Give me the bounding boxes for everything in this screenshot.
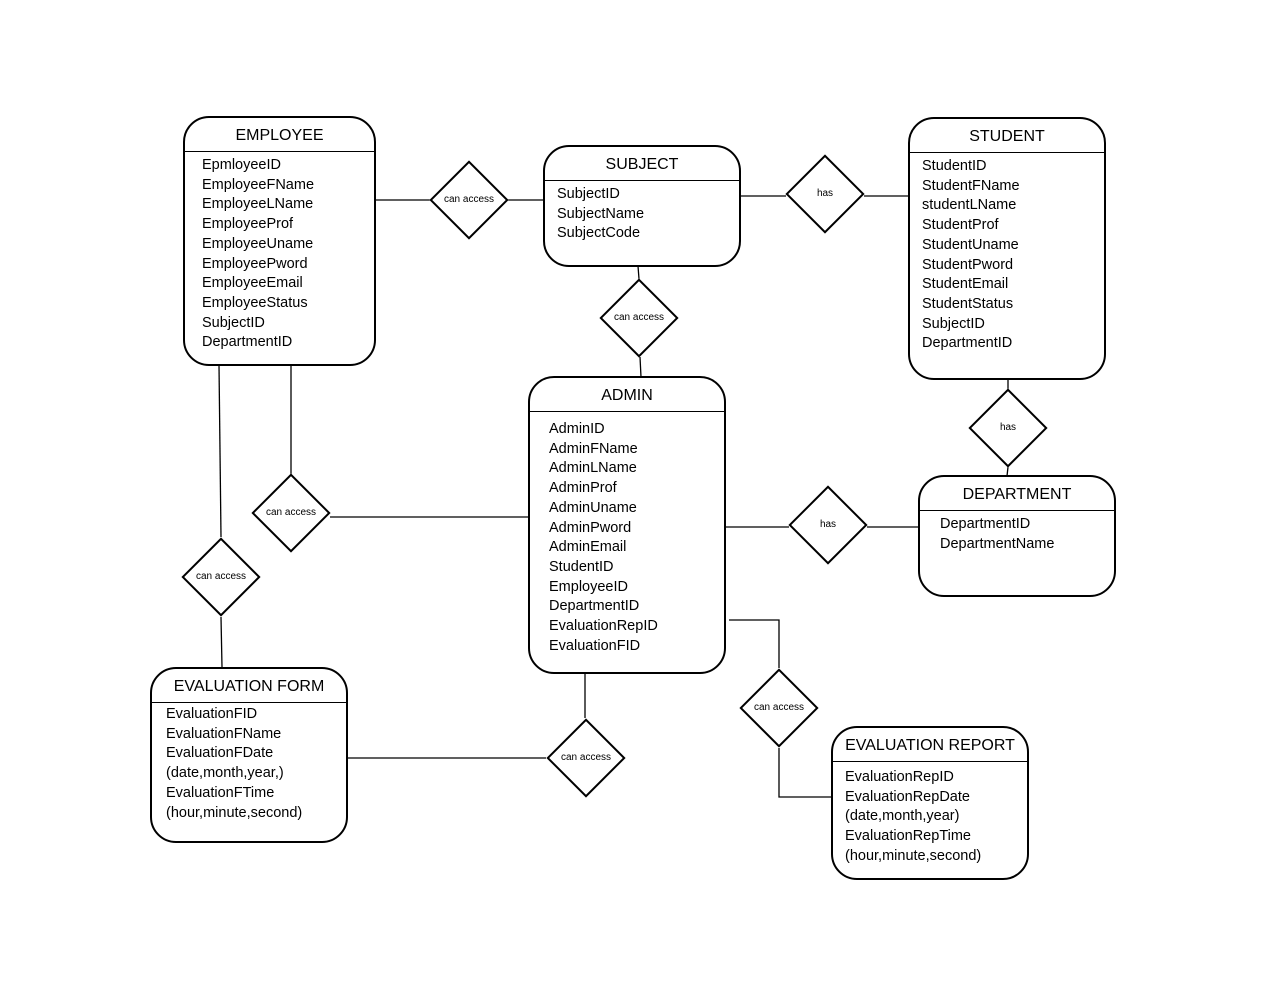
attribute: EpmloyeeID	[202, 157, 281, 173]
attribute: StudentFName	[922, 177, 1020, 194]
attribute-list: EvaluationFID EvaluationFName Evaluation…	[152, 703, 346, 823]
relationship-label: has	[999, 422, 1017, 433]
attribute-list: DepartmentID DepartmentName	[920, 511, 1114, 554]
attribute-list: SubjectID SubjectName SubjectCode	[545, 181, 739, 244]
attribute: StudentUname	[922, 236, 1019, 253]
attribute: EvaluationFID	[549, 637, 641, 654]
attribute: EmployeeID	[549, 578, 628, 595]
entity-admin: ADMIN AdminID AdminFName AdminLName Admi…	[528, 376, 726, 674]
attribute: (hour,minute,second)	[166, 804, 303, 821]
attribute: AdminUname	[549, 499, 637, 516]
attribute-list: EpmloyeeID EmployeeFName EmployeeLName E…	[185, 152, 374, 353]
entity-title: EVALUATION REPORT	[833, 728, 1027, 762]
attribute: AdminLName	[549, 460, 637, 477]
attribute: DepartmentID	[549, 598, 640, 615]
connector-line	[1006, 466, 1009, 477]
connector-line	[218, 364, 222, 538]
attribute: DepartmentID	[202, 334, 293, 351]
attribute: (date,month,year)	[845, 808, 960, 825]
attribute: AdminProf	[549, 480, 617, 497]
attribute: SubjectCode	[557, 225, 641, 242]
entity-title: EMPLOYEE	[185, 118, 374, 152]
attribute: DepartmentID	[922, 335, 1013, 352]
attribute: StudentEmail	[922, 276, 1009, 293]
attribute: EvaluationFTime	[166, 784, 275, 801]
attribute: EvaluationFName	[166, 725, 282, 742]
attribute: StudentPword	[922, 256, 1014, 273]
attribute: EmployeeEmail	[202, 275, 303, 292]
entity-employee: EMPLOYEE EpmloyeeID EmployeeFName Employ…	[183, 116, 376, 366]
attribute: EmployeeLName	[202, 196, 314, 213]
attribute: SubjectID	[557, 186, 620, 202]
relationship-label: can access	[753, 702, 805, 713]
entity-student: STUDENT StudentID StudentFName studentLN…	[908, 117, 1106, 380]
attribute: DepartmentID	[940, 516, 1031, 532]
attribute: studentLName	[922, 197, 1017, 214]
attribute: (date,month,year,)	[166, 765, 284, 782]
relationship-label: can access	[265, 507, 317, 518]
attribute: EmployeeFName	[202, 176, 315, 193]
relationship-label: can access	[613, 312, 665, 323]
relationship-label: has	[816, 188, 834, 199]
entity-evaluation-report: EVALUATION REPORT EvaluationRepID Evalua…	[831, 726, 1029, 880]
entity-title: DEPARTMENT	[920, 477, 1114, 511]
attribute: StudentID	[549, 558, 614, 575]
relationship-label: can access	[443, 194, 495, 205]
entity-title: STUDENT	[910, 119, 1104, 153]
connector-line	[637, 265, 640, 280]
attribute: EmployeeUname	[202, 235, 314, 252]
attribute: EvaluationFID	[166, 706, 258, 722]
attribute: StudentID	[922, 158, 987, 174]
attribute-list: AdminID AdminFName AdminLName AdminProf …	[530, 412, 724, 656]
attribute: EmployeePword	[202, 255, 308, 272]
entity-title: ADMIN	[530, 378, 724, 412]
attribute: SubjectID	[202, 314, 265, 331]
attribute-list: StudentID StudentFName studentLName Stud…	[910, 153, 1104, 354]
attribute: EmployeeStatus	[202, 294, 308, 311]
entity-subject: SUBJECT SubjectID SubjectName SubjectCod…	[543, 145, 741, 267]
attribute-list: EvaluationRepID EvaluationRepDate (date,…	[833, 762, 1027, 867]
attribute: AdminFName	[549, 440, 638, 457]
connector-line	[220, 616, 223, 668]
attribute: EvaluationRepTime	[845, 828, 971, 845]
attribute: DepartmentName	[940, 535, 1055, 552]
attribute: AdminID	[549, 421, 605, 437]
attribute: StudentProf	[922, 217, 999, 234]
attribute: AdminEmail	[549, 539, 627, 556]
attribute: StudentStatus	[922, 295, 1014, 312]
entity-department: DEPARTMENT DepartmentID DepartmentName	[918, 475, 1116, 597]
connector-line	[729, 619, 780, 668]
attribute: (hour,minute,second)	[845, 847, 982, 864]
attribute: SubjectID	[922, 315, 985, 332]
attribute: EvaluationRepID	[845, 769, 954, 785]
entity-evaluation-form: EVALUATION FORM EvaluationFID Evaluation…	[150, 667, 348, 843]
attribute: EvaluationRepID	[549, 618, 658, 635]
connector-line	[639, 356, 642, 378]
attribute: EvaluationRepDate	[845, 788, 970, 805]
entity-title: SUBJECT	[545, 147, 739, 181]
relationship-label: can access	[560, 752, 612, 763]
attribute: AdminPword	[549, 519, 632, 536]
relationship-label: can access	[195, 571, 247, 582]
connector-line	[778, 748, 832, 798]
relationship-label: has	[819, 519, 837, 530]
attribute: EmployeeProf	[202, 216, 294, 233]
attribute: EvaluationFDate	[166, 745, 274, 762]
entity-title: EVALUATION FORM	[152, 669, 346, 703]
attribute: SubjectName	[557, 205, 645, 222]
